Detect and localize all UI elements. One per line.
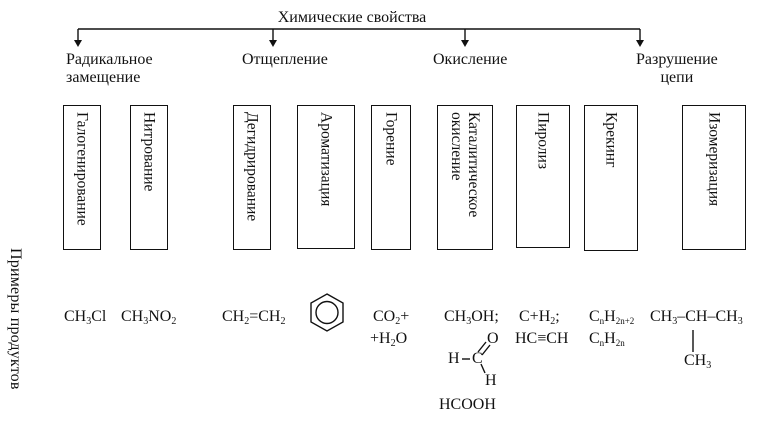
h2o-c: O: [395, 330, 408, 347]
product-c-h2: C+H2;: [519, 308, 560, 327]
co2-a: CO: [373, 308, 396, 325]
c-h2-b: 2: [550, 316, 556, 327]
ch3no2-b: 3: [143, 316, 149, 327]
box-halogenation: Галогенирование: [63, 105, 101, 250]
label-pyrolysis: Пиролиз: [534, 112, 552, 169]
product-co2: CO2+: [373, 308, 409, 327]
ethene-c: =CH: [249, 308, 281, 325]
products-side-label: Примеры продуктов: [7, 248, 24, 390]
label-dehydrogenation: Дегидрирование: [243, 112, 261, 222]
box-cracking: Крекинг: [584, 105, 638, 251]
label-nitration: Нитрование: [140, 112, 158, 192]
box-dehydrogenation: Дегидрирование: [233, 105, 271, 250]
ch3cl-a: CH: [64, 308, 87, 325]
arrow-oxidation-head: [461, 40, 469, 47]
methanol-c: OH;: [471, 308, 499, 325]
product-h2o: +H2O: [370, 330, 407, 349]
box-nitration: Нитрование: [130, 105, 168, 250]
product-ch3cl: CH3Cl: [64, 308, 106, 327]
arrow-radical-head: [74, 40, 82, 47]
box-combustion: Горение: [371, 105, 411, 250]
isobutane-bottom-a: CH: [684, 352, 707, 369]
label-aromatization: Ароматизация: [317, 112, 335, 207]
methanol-a: CH: [444, 308, 467, 325]
label-catalytic-oxidation: Каталитическое окисление: [448, 112, 482, 218]
benzene-inner-circle: [315, 300, 339, 325]
category-oxidation: Окисление: [433, 51, 508, 68]
label-halogenation: Галогенирование: [73, 112, 91, 226]
c-h2-c: ;: [555, 308, 560, 325]
formaldehyde-bond-o-1: [477, 341, 487, 353]
isobutane-top-c: –CH–CH: [677, 308, 738, 325]
product-alkane: CnH2n+2: [589, 308, 634, 326]
formaldehyde-c: C: [472, 350, 483, 367]
alkane-b: n: [599, 316, 605, 326]
label-cracking: Крекинг: [602, 112, 620, 168]
product-ethene: CH2=CH2: [222, 308, 285, 327]
c-h2-a: C+H: [519, 308, 551, 325]
ch3no2-a: CH: [121, 308, 144, 325]
isobutane-top-b: 3: [672, 316, 678, 327]
formaldehyde-h-bottom: H: [485, 372, 497, 389]
product-isobutane-bottom: CH3: [684, 352, 711, 371]
product-isobutane-top: CH3–CH–CH3: [650, 308, 743, 327]
formaldehyde-h-left: H: [448, 350, 460, 367]
alkene-b: n: [599, 338, 605, 348]
product-methanol: CH3OH;: [444, 308, 499, 327]
category-destruction: Разрушение цепи: [636, 51, 718, 86]
formaldehyde-o: O: [487, 330, 499, 347]
co2-c: +: [400, 308, 410, 325]
co2-b: 2: [395, 316, 401, 327]
product-formic-acid: HCOOH: [439, 396, 496, 413]
isobutane-top-d: 3: [737, 316, 743, 327]
ch3cl-c: Cl: [91, 308, 107, 325]
category-radical: Радикальное замещение: [66, 51, 153, 86]
arrow-elimination-head: [269, 40, 277, 47]
isobutane-top-a: CH: [650, 308, 673, 325]
ethene-b: 2: [244, 316, 250, 327]
alkene-a: C: [589, 330, 600, 347]
ethene-d: 2: [280, 316, 286, 327]
box-isomerization: Изомеризация: [682, 105, 746, 250]
ch3no2-c: NO: [148, 308, 172, 325]
isobutane-bottom-b: 3: [706, 360, 712, 371]
category-elimination: Отщепление: [242, 51, 328, 68]
benzene-ring: [310, 293, 344, 332]
box-pyrolysis: Пиролиз: [516, 105, 570, 248]
formaldehyde-bond-h2: [480, 363, 486, 374]
box-catalytic-oxidation: Каталитическое окисление: [437, 105, 493, 250]
product-alkene: CnH2n: [589, 330, 625, 348]
box-aromatization: Ароматизация: [297, 105, 355, 249]
diagram-title: Химические свойства: [277, 9, 427, 26]
alkane-d: 2n+2: [615, 316, 635, 326]
alkane-c: H: [604, 308, 616, 325]
formaldehyde-bond-o-2: [481, 344, 491, 356]
ch3no2-d: 2: [171, 316, 177, 327]
methanol-b: 3: [466, 316, 472, 327]
ethene-a: CH: [222, 308, 245, 325]
ch3cl-b: 3: [86, 316, 92, 327]
label-isomerization: Изомеризация: [705, 112, 723, 207]
alkene-c: H: [604, 330, 616, 347]
h2o-b: 2: [390, 338, 396, 349]
h2o-a: +H: [370, 330, 391, 347]
arrow-destruction-head: [636, 40, 644, 47]
alkane-a: C: [589, 308, 600, 325]
product-ch3no2: CH3NO2: [121, 308, 176, 327]
alkene-d: 2n: [615, 338, 625, 348]
product-acetylene: HC≡CH: [515, 330, 569, 347]
label-combustion: Горение: [382, 112, 400, 166]
